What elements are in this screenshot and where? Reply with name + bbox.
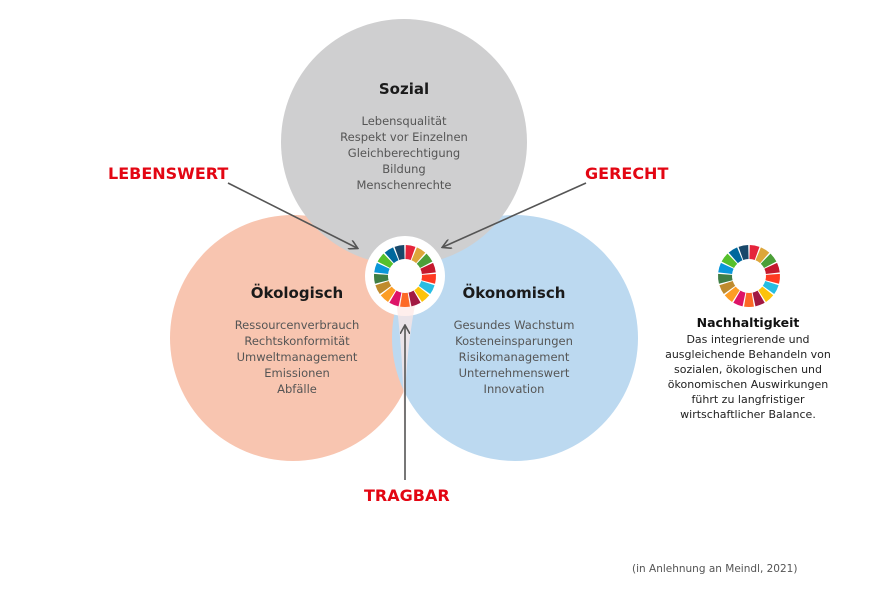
sdg-segment <box>411 247 426 264</box>
sdg-wheel-center <box>373 245 436 307</box>
economic-item: Unternehmenswert <box>458 366 570 380</box>
sdg-segment <box>765 273 780 284</box>
economic-item: Gesundes Wachstum <box>453 318 575 332</box>
sdg-segment <box>377 253 394 269</box>
sdg-segment <box>733 290 746 307</box>
ecological-circle <box>170 215 416 461</box>
economic-item: Innovation <box>483 382 545 396</box>
sdg-segment <box>374 262 390 275</box>
sdg-segment <box>416 253 433 269</box>
sidebar-title: Nachhaltigkeit <box>696 315 800 330</box>
sdg-segment <box>755 247 770 264</box>
sdg-segment <box>752 290 765 307</box>
sidebar-line: Das integrierende und <box>686 333 810 346</box>
social-item: Bildung <box>382 162 426 176</box>
sdg-segment <box>758 286 774 302</box>
sdg-segment <box>762 281 779 295</box>
sdg-segment <box>421 273 436 284</box>
source-note: (in Anlehnung an Meindl, 2021) <box>632 563 798 575</box>
sdg-segment <box>405 245 416 260</box>
sdg-segment <box>721 253 738 269</box>
sidebar-line: führt zu langfristiger <box>691 393 805 406</box>
sdg-segment <box>418 281 435 295</box>
arrow-lebenswert <box>227 182 357 248</box>
economic-item: Risikomanagement <box>458 350 570 364</box>
label-gerecht: GERECHT <box>585 164 669 183</box>
ecological-item: Abfälle <box>277 382 317 396</box>
sdg-segment <box>764 262 780 275</box>
sdg-segment <box>749 245 760 260</box>
economic-circle <box>392 215 638 461</box>
sdg-wheel-sidebar <box>718 245 780 307</box>
ecological-item: Emissionen <box>264 366 330 380</box>
bottom-divider <box>396 300 416 440</box>
sdg-segment <box>375 281 392 295</box>
sdg-segment <box>724 286 740 302</box>
label-lebenswert: LEBENSWERT <box>108 164 229 183</box>
ecological-item: Umweltmanagement <box>236 350 358 364</box>
sdg-segment <box>373 273 389 284</box>
ecological-item: Ressourcenverbrauch <box>234 318 360 332</box>
sidebar-line: ökonomischen Auswirkungen <box>667 378 829 391</box>
social-item: Lebensqualität <box>361 114 447 128</box>
sdg-segment <box>728 247 743 264</box>
sidebar-line: wirtschaftlicher Balance. <box>680 408 816 421</box>
sdg-segment <box>400 292 410 307</box>
label-tragbar: TRAGBAR <box>364 486 450 505</box>
sdg-segment <box>718 262 734 275</box>
economic-title: Ökonomisch <box>462 284 566 302</box>
sidebar-line: ausgleichende Behandeln von <box>665 348 831 361</box>
social-item: Menschenrechte <box>356 178 452 192</box>
sidebar-line: sozialen, ökologischen und <box>674 363 822 376</box>
sdg-segment <box>394 245 405 260</box>
sdg-segment <box>414 286 430 302</box>
sdg-segment <box>420 262 436 275</box>
sdg-segment <box>760 253 777 269</box>
sdg-segment <box>408 290 421 307</box>
social-title: Sozial <box>378 80 430 98</box>
ecological-item: Rechtskonformität <box>244 334 350 348</box>
social-item: Respekt vor Einzelnen <box>340 130 468 144</box>
social-item: Gleichberechtigung <box>347 146 461 160</box>
sdg-segment <box>389 290 402 307</box>
sdg-segment <box>738 245 749 260</box>
sdg-segment <box>744 292 754 307</box>
economic-item: Kosteneinsparungen <box>455 334 573 348</box>
sdg-segment <box>380 286 396 302</box>
social-circle <box>281 19 527 265</box>
sdg-segment <box>718 273 733 284</box>
ecological-title: Ökologisch <box>250 284 344 302</box>
sdg-segment <box>719 281 736 295</box>
arrow-gerecht <box>443 182 587 247</box>
sdg-segment <box>384 247 399 264</box>
